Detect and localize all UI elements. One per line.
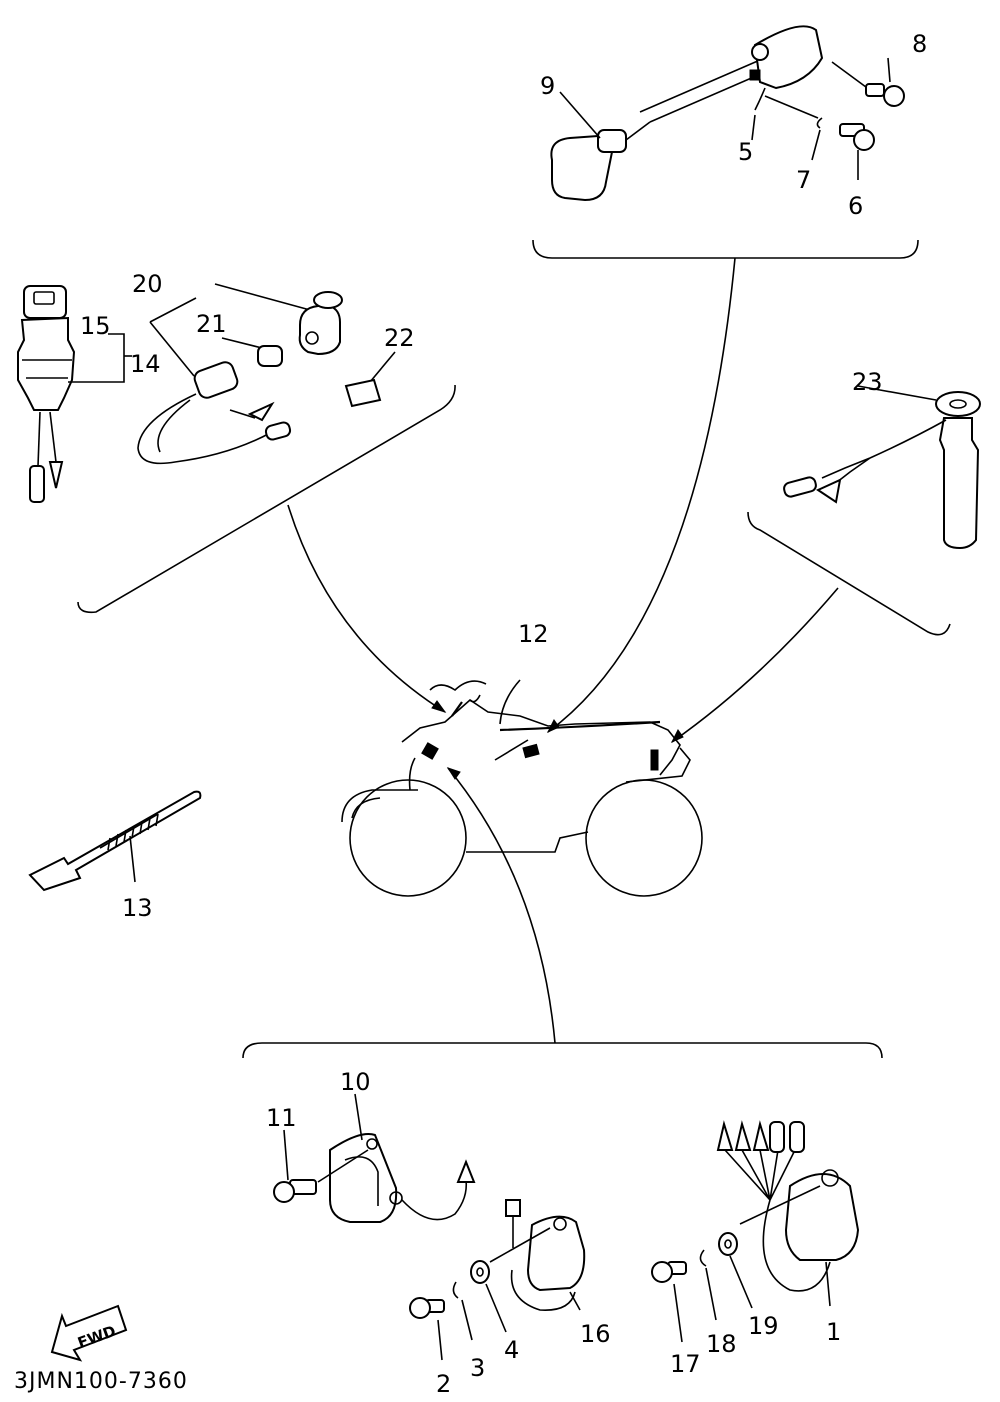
label-part-14: 14 xyxy=(130,350,161,378)
label-part-1: 1 xyxy=(826,1318,841,1346)
label-part-7: 7 xyxy=(796,166,811,194)
fwd-arrow-icon: FWD xyxy=(50,1304,128,1362)
label-part-18: 18 xyxy=(706,1330,737,1358)
label-part-15: 15 xyxy=(80,312,111,340)
label-part-4: 4 xyxy=(504,1336,519,1364)
label-part-23: 23 xyxy=(852,368,883,396)
bracket-bottom xyxy=(242,1042,883,1059)
part-7-washer xyxy=(764,95,823,129)
label-part-17: 17 xyxy=(670,1350,701,1378)
part-8-bolt xyxy=(831,61,905,107)
part-20-elbow-cap xyxy=(298,291,343,356)
part-12-leader xyxy=(499,679,521,725)
label-part-20: 20 xyxy=(132,270,163,298)
label-part-12: 12 xyxy=(518,620,549,648)
part-3-washer xyxy=(452,1281,459,1299)
label-part-13: 13 xyxy=(122,894,153,922)
label-part-22: 22 xyxy=(384,324,415,352)
part-19-washer xyxy=(718,1232,738,1256)
label-part-3: 3 xyxy=(470,1354,485,1382)
label-part-6: 6 xyxy=(848,192,863,220)
atv-vehicle xyxy=(341,679,703,897)
part-11-bolt xyxy=(273,1149,369,1203)
front-wheel xyxy=(349,779,467,897)
rear-wheel xyxy=(585,779,703,897)
label-part-2: 2 xyxy=(436,1370,451,1398)
part-1-ignition-coil xyxy=(716,1120,860,1292)
bracket-right xyxy=(747,511,951,636)
part-6-bolt xyxy=(839,123,875,151)
drawing-code: 3JMN100-7360 xyxy=(14,1369,188,1394)
part-14-bracket xyxy=(68,333,132,383)
part-23-sensor xyxy=(783,389,981,550)
bracket-left xyxy=(77,384,456,614)
label-part-5: 5 xyxy=(738,138,753,166)
label-part-8: 8 xyxy=(912,30,927,58)
label-leaders xyxy=(283,57,891,1361)
part-17-bolt xyxy=(651,1261,687,1283)
label-part-16: 16 xyxy=(580,1320,611,1348)
label-part-9: 9 xyxy=(540,72,555,100)
part-21-cap xyxy=(221,337,283,367)
part-9-plug-cap xyxy=(550,59,771,202)
part-20-wire-leads xyxy=(137,283,311,465)
part-4-washer xyxy=(470,1260,490,1284)
part-13-cable-tie xyxy=(28,790,202,892)
part-22-label-sticker xyxy=(344,351,396,408)
part-18-washer xyxy=(699,1249,707,1267)
part-14-main-switch xyxy=(17,316,76,503)
part-16-ignition-coil xyxy=(489,1199,586,1311)
part-2-bolt xyxy=(409,1297,445,1319)
label-part-11: 11 xyxy=(266,1104,297,1132)
bracket-top-right xyxy=(532,239,919,259)
part-15-key xyxy=(23,285,67,319)
part-10-cdi-unit xyxy=(329,1133,476,1223)
label-part-10: 10 xyxy=(340,1068,371,1096)
leader-curves xyxy=(287,257,839,1044)
part-5-ignition-coil xyxy=(749,25,824,111)
label-part-19: 19 xyxy=(748,1312,779,1340)
label-part-21: 21 xyxy=(196,310,227,338)
